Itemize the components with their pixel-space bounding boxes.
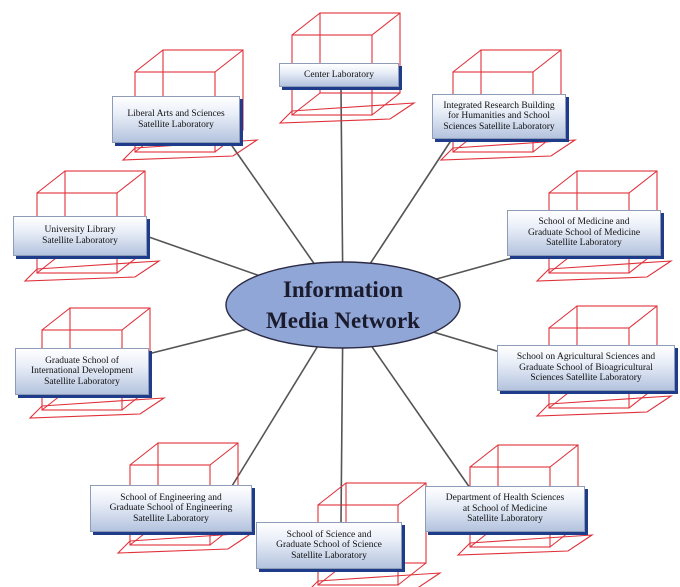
node-line: University Library — [44, 225, 116, 236]
node-line: for Humanities and School — [447, 111, 551, 122]
node-line: Satellite Laboratory — [291, 550, 367, 561]
node-line: at School of Medicine — [462, 503, 548, 514]
node-center-laboratory[interactable]: Center Laboratory — [279, 63, 399, 87]
node-text: School of Medicine and Graduate School o… — [528, 217, 640, 249]
node-text: University Library Satellite Laboratory — [42, 225, 118, 246]
node-liberal-arts-and-sciences[interactable]: Liberal Arts and Sciences Satellite Labo… — [112, 96, 240, 143]
node-line: International Development — [30, 366, 134, 377]
node-line: Graduate School of Engineering — [109, 503, 233, 514]
node-text: Integrated Research Building for Humanit… — [443, 101, 554, 133]
node-line: Graduate School of Bioagricultural — [519, 362, 653, 373]
node-line: Center Laboratory — [304, 69, 374, 80]
node-text: Center Laboratory — [304, 70, 374, 81]
node-agricultural-sciences[interactable]: School on Agricultural Sciences and Grad… — [497, 345, 675, 391]
hub-ellipse[interactable] — [225, 261, 461, 349]
node-line: School of Engineering and — [120, 492, 222, 503]
node-line: Graduate School of Medicine — [527, 227, 641, 238]
node-university-library[interactable]: University Library Satellite Laboratory — [13, 216, 147, 256]
node-department-of-health-sciences[interactable]: Department of Health Sciences at School … — [425, 486, 585, 532]
node-line: Liberal Arts and Sciences — [127, 108, 225, 119]
node-line: Satellite Laboratory — [42, 236, 118, 246]
node-line: Sciences Satellite Laboratory — [443, 121, 555, 132]
node-line: Sciences Satellite Laboratory — [530, 373, 642, 384]
node-text: Department of Health Sciences at School … — [446, 493, 564, 525]
node-line: Satellite Laboratory — [467, 514, 543, 525]
node-school-of-medicine[interactable]: School of Medicine and Graduate School o… — [507, 210, 661, 256]
node-international-development[interactable]: Graduate School of International Develop… — [15, 348, 149, 395]
node-school-of-science[interactable]: School of Science and Graduate School of… — [256, 522, 402, 569]
hub-title-line-2: Media Network — [266, 308, 420, 333]
node-line: Satellite Laboratory — [44, 376, 120, 387]
node-line: School on Agricultural Sciences and — [516, 352, 656, 363]
hub-group — [225, 261, 461, 349]
node-text: Liberal Arts and Sciences Satellite Labo… — [127, 109, 224, 130]
node-line: School of Science and — [286, 529, 372, 540]
node-line: Satellite Laboratory — [133, 513, 209, 524]
node-text: School on Agricultural Sciences and Grad… — [517, 352, 655, 384]
node-text: School of Engineering and Graduate Schoo… — [110, 493, 233, 525]
node-line: Graduate School of — [45, 355, 119, 366]
node-line: Integrated Research Building — [443, 100, 555, 111]
node-line: School of Medicine and — [538, 217, 630, 228]
node-line: Graduate School of Science — [276, 540, 382, 551]
node-text: School of Science and Graduate School of… — [276, 530, 382, 562]
hub-label: Information Media Network — [226, 262, 460, 348]
node-line: Satellite Laboratory — [546, 238, 622, 249]
node-integrated-research-building[interactable]: Integrated Research Building for Humanit… — [432, 94, 566, 139]
node-school-of-engineering[interactable]: School of Engineering and Graduate Schoo… — [90, 485, 252, 532]
hub-title-line-1: Information — [282, 276, 404, 302]
node-line: Department of Health Sciences — [445, 493, 565, 504]
node-line: Satellite Laboratory — [138, 119, 214, 130]
node-text: Graduate School of International Develop… — [31, 356, 133, 388]
